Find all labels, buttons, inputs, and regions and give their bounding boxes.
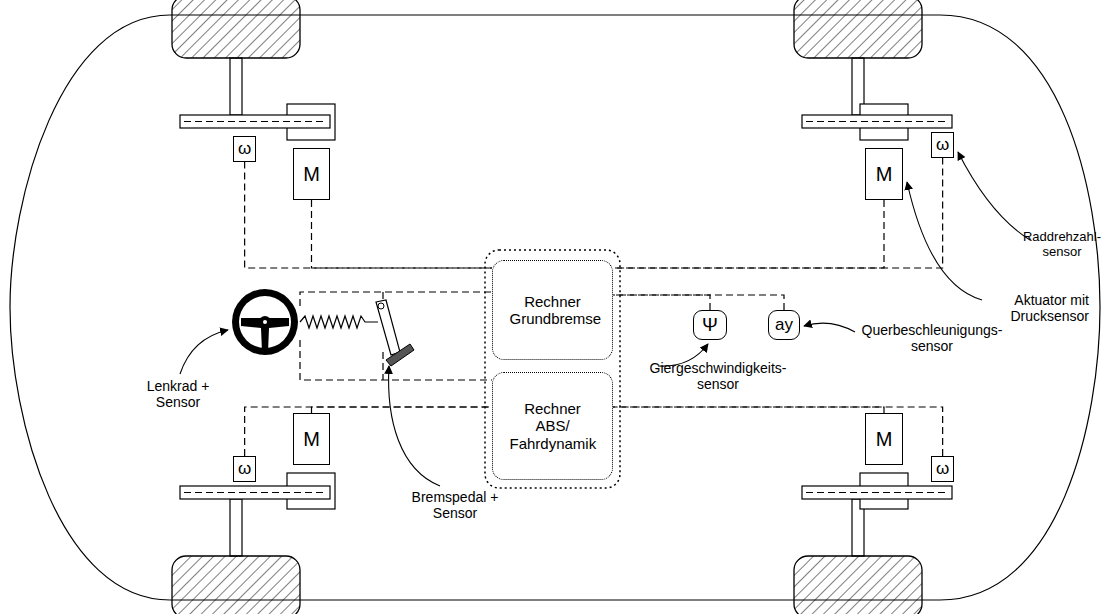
actuator-box: M <box>865 413 903 465</box>
signal-line <box>312 407 493 413</box>
car-body-outline <box>10 15 1100 600</box>
wheel-assembly <box>794 0 952 140</box>
node-text: Rechner ABS/ Fahrdynamik <box>510 400 596 452</box>
yaw-rate-sensor: Ψ <box>693 310 727 340</box>
actuator-box: M <box>865 148 903 200</box>
controller-box: Rechner Grundbremse <box>492 260 613 360</box>
lateral-accel-sensor: ay <box>768 310 800 340</box>
wheel-assembly <box>794 473 952 614</box>
steering-wheel <box>232 289 298 355</box>
label-text: Giergeschwindigkeits- sensor <box>650 360 787 392</box>
label-text: Querbeschleunigungs- sensor <box>862 322 1003 354</box>
node-text: ω <box>238 459 251 479</box>
label-text: Bremspedal + Sensor <box>412 489 499 521</box>
signal-line <box>245 162 492 268</box>
sensor-wires <box>300 292 492 380</box>
wheel-assembly <box>172 0 335 140</box>
node-text: ω <box>936 459 949 479</box>
callout-label: Raddrehzahl- sensor <box>1020 230 1104 260</box>
wheel-speed-sensor: ω <box>931 456 954 482</box>
node-text: M <box>303 428 320 451</box>
node-text: Ψ <box>702 314 718 336</box>
node-text: M <box>303 163 320 186</box>
callout-label: Lenkrad + Sensor <box>136 378 220 410</box>
node-text: Rechner Grundbremse <box>510 293 596 328</box>
node-text: ay <box>775 315 793 335</box>
node-text: M <box>876 163 893 186</box>
controller-box: Rechner ABS/ Fahrdynamik <box>492 372 613 480</box>
wheel-speed-sensor: ω <box>233 136 256 162</box>
signal-line <box>613 407 884 413</box>
controller-housing <box>485 250 620 488</box>
pedal-spring <box>300 316 378 328</box>
wheel-speed-sensor: ω <box>233 456 256 482</box>
node-text: ω <box>238 139 251 159</box>
actuator-box: M <box>293 148 330 200</box>
signal-line <box>613 295 710 310</box>
actuator-box: M <box>293 413 330 465</box>
label-text: Aktuator mit Drucksensor <box>1010 292 1089 324</box>
wheel-group <box>172 0 952 614</box>
leader-lines <box>180 152 1030 486</box>
signal-line <box>245 407 492 456</box>
wheel-speed-sensor: ω <box>931 132 954 158</box>
signal-line <box>613 295 784 310</box>
wheel-assembly <box>172 473 335 614</box>
callout-label: Aktuator mit Drucksensor <box>985 292 1089 324</box>
callout-label: Querbeschleunigungs- sensor <box>856 322 1008 354</box>
signal-line <box>312 200 493 268</box>
label-text: Lenkrad + Sensor <box>147 378 210 410</box>
brake-pedal <box>376 300 414 366</box>
callout-label: Giergeschwindigkeits- sensor <box>642 360 794 392</box>
node-text: M <box>876 428 893 451</box>
signal-line <box>613 200 884 268</box>
node-text: ω <box>936 135 949 155</box>
label-text: Raddrehzahl- sensor <box>1023 229 1101 259</box>
callout-label: Bremspedal + Sensor <box>403 489 507 521</box>
